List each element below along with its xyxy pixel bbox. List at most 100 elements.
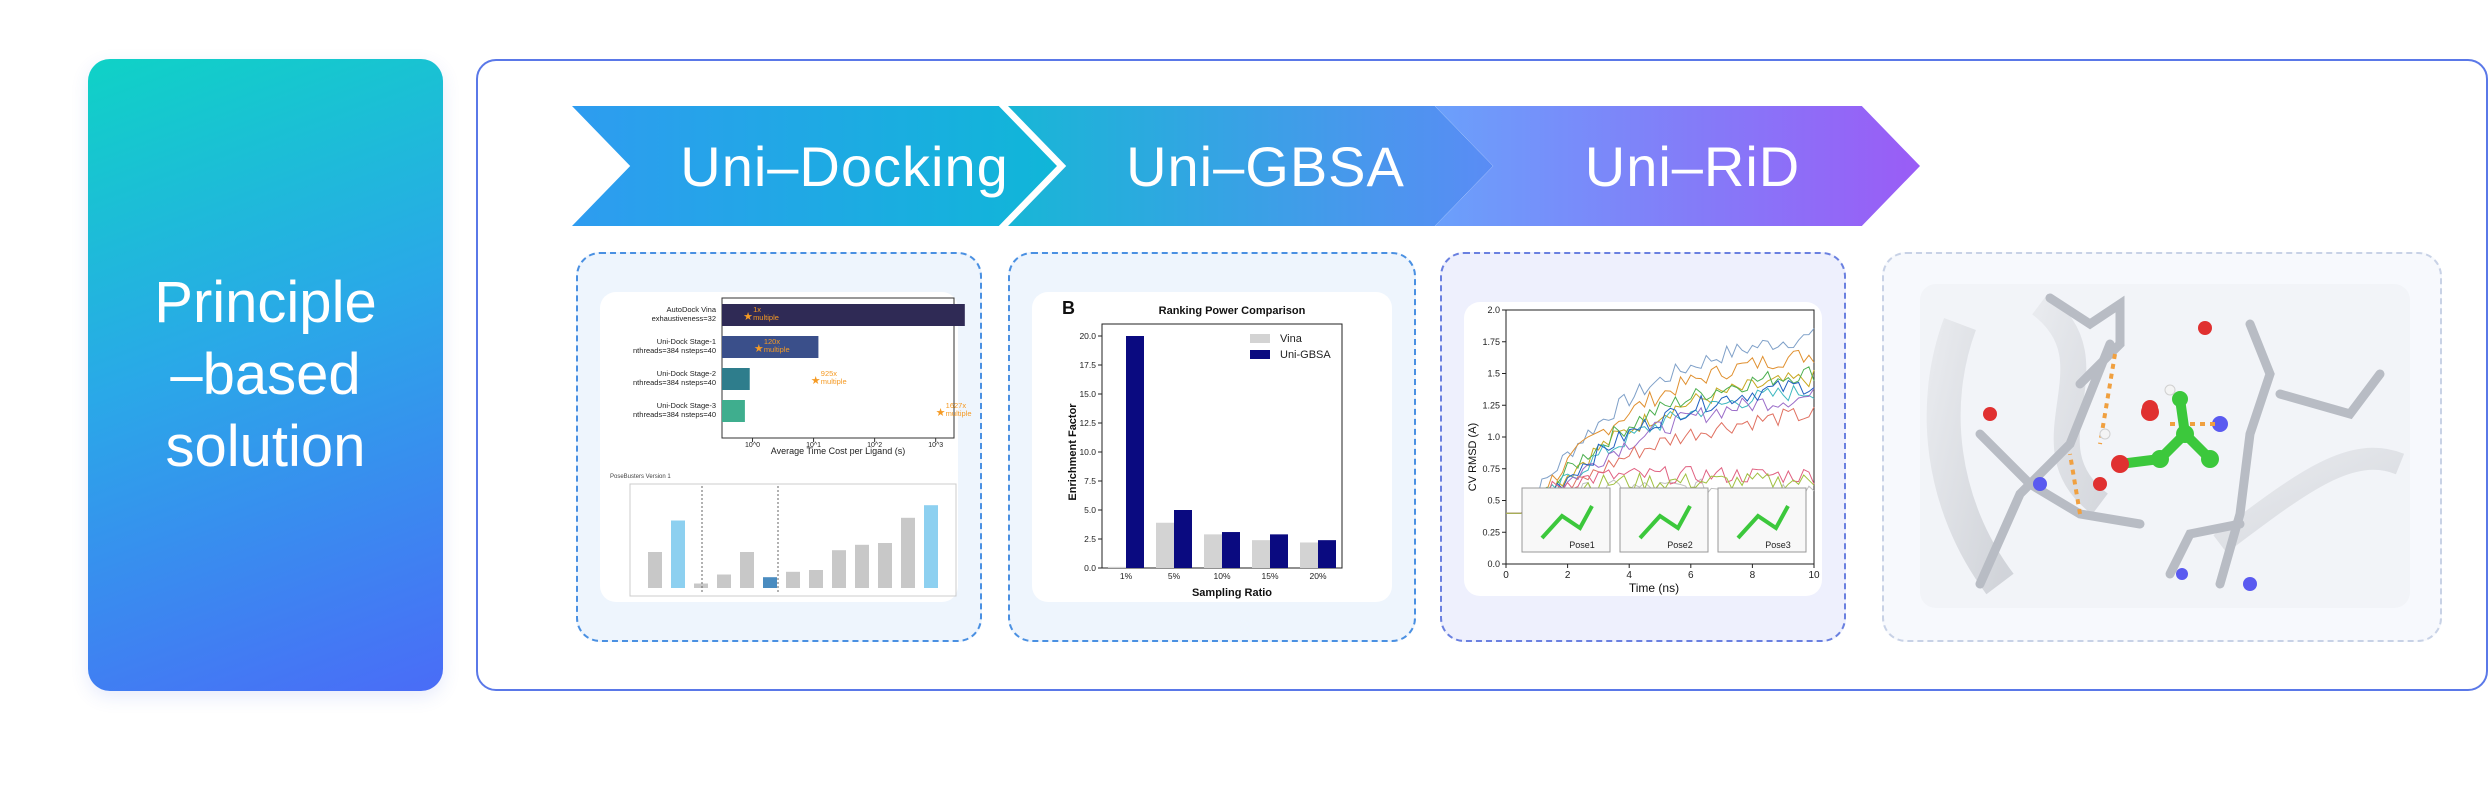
legend-swatch <box>1250 334 1270 343</box>
success-bar <box>809 570 823 588</box>
x-tick-label: 8 <box>1750 570 1756 581</box>
rmsd-series-line <box>1506 369 1815 514</box>
x-axis-label: Sampling Ratio <box>1192 587 1272 599</box>
step-uni-docking: Uni–Docking <box>572 106 1057 226</box>
y-axis-label: Enrichment Factor <box>1067 403 1079 501</box>
vina-bar <box>1300 542 1318 568</box>
star-marker: ★ <box>936 407 946 419</box>
rmsd-series-line <box>1506 465 1815 514</box>
vina-bar <box>1156 522 1174 568</box>
category-label: nthreads=384 nsteps=40 <box>633 346 716 355</box>
category-label: nthreads=384 nsteps=40 <box>633 410 716 419</box>
step-label: Uni–GBSA <box>1126 134 1405 198</box>
star-marker: ★ <box>754 343 764 355</box>
category-label: nthreads=384 nsteps=40 <box>633 378 716 387</box>
speedup-label: 1627x <box>946 401 967 410</box>
y-tick-label: 1.5 <box>1487 369 1500 379</box>
y-tick-label: 17.5 <box>1079 360 1096 370</box>
principle-card: Principle –based solution <box>88 59 443 691</box>
y-tick-label: 5.0 <box>1084 505 1096 515</box>
rmsd-series-line <box>1506 328 1815 514</box>
speedup-label: multiple <box>821 377 847 386</box>
x-axis-label: Average Time Cost per Ligand (s) <box>771 446 905 456</box>
y-tick-label: 2.5 <box>1084 534 1096 544</box>
time-bar <box>722 336 819 358</box>
time-bar <box>722 368 750 390</box>
chart-title: Ranking Power Comparison <box>1159 305 1306 317</box>
gbsa-panel: B Ranking Power Comparison Sampling Rati… <box>1008 252 1416 642</box>
y-tick-label: 20.0 <box>1079 331 1096 341</box>
vina-bar <box>1204 534 1222 568</box>
category-label: exhaustiveness=32 <box>652 314 716 323</box>
y-tick-label: 0.0 <box>1487 559 1500 569</box>
x-tick-label: 1% <box>1120 571 1133 581</box>
x-tick-label: 15% <box>1261 571 1278 581</box>
x-tick-label: 4 <box>1626 570 1632 581</box>
category-label: Uni-Dock Stage-3 <box>657 401 716 410</box>
star-marker: ★ <box>743 311 753 323</box>
success-bar <box>717 574 731 588</box>
success-bar <box>924 505 938 588</box>
step-label: Uni–Docking <box>680 134 1009 198</box>
legend-label: Uni-GBSA <box>1280 349 1331 361</box>
step-label: Uni–RiD <box>1584 134 1801 198</box>
y-tick-label: 15.0 <box>1079 389 1096 399</box>
star-marker: ★ <box>811 375 821 387</box>
y-tick-label: 0.0 <box>1084 563 1096 573</box>
x-tick-label: 10^0 <box>745 442 760 449</box>
y-axis-label: CV RMSD (A) <box>1467 423 1479 491</box>
structure-panel <box>1882 252 2442 642</box>
speedup-label: 120x <box>764 337 781 346</box>
molecule-render <box>1920 284 2410 608</box>
rmsd-series-line <box>1506 349 1815 514</box>
category-label: Uni-Dock Stage-1 <box>657 337 716 346</box>
x-tick-label: 20% <box>1309 571 1326 581</box>
time-cost-chart: AutoDock Vinaexhaustiveness=32★1xmultipl… <box>633 297 972 449</box>
success-bar <box>786 571 800 588</box>
time-bar <box>722 400 745 422</box>
pipeline-steps: Uni–Docking Uni–GBSA Uni–RiD <box>572 106 1920 226</box>
legend-swatch <box>1250 350 1270 359</box>
y-tick-label: 12.5 <box>1079 418 1096 428</box>
time-bar <box>722 304 965 326</box>
unigbsa-bar <box>1174 510 1192 568</box>
vina-bar <box>1252 540 1270 568</box>
x-tick-label: 10^2 <box>867 442 882 449</box>
unigbsa-bar <box>1222 532 1240 568</box>
posebusters-label: PoseBusters Version 1 <box>610 474 671 480</box>
success-bar <box>671 520 685 588</box>
x-tick-label: 5% <box>1168 571 1181 581</box>
docking-chart: AutoDock Vinaexhaustiveness=32★1xmultipl… <box>610 297 972 597</box>
y-tick-label: 0.25 <box>1482 527 1500 537</box>
rmsd-series-line <box>1506 379 1815 514</box>
step-uni-gbsa: Uni–GBSA <box>1008 106 1493 226</box>
y-tick-label: 1.0 <box>1487 432 1500 442</box>
speedup-label: multiple <box>946 409 972 418</box>
x-tick-label: 10 <box>1808 570 1820 581</box>
y-tick-label: 10.0 <box>1079 447 1096 457</box>
x-tick-label: 10^3 <box>928 442 943 449</box>
principle-label: Principle –based solution <box>154 270 377 479</box>
x-tick-label: 6 <box>1688 570 1694 581</box>
y-tick-label: 1.25 <box>1482 400 1500 410</box>
speedup-label: 925x <box>821 369 838 378</box>
category-label: Uni-Dock Stage-2 <box>657 369 716 378</box>
success-bar <box>878 543 892 588</box>
speedup-label: multiple <box>764 345 790 354</box>
y-tick-label: 0.5 <box>1487 496 1500 506</box>
protein-ligand-image <box>1926 293 2405 595</box>
legend-label: Vina <box>1280 333 1303 345</box>
x-tick-label: 10^1 <box>806 442 821 449</box>
y-tick-label: 7.5 <box>1084 476 1096 486</box>
y-tick-label: 1.75 <box>1482 337 1500 347</box>
success-bar <box>694 583 708 588</box>
x-tick-label: 10% <box>1213 571 1230 581</box>
unigbsa-bar <box>1126 336 1144 568</box>
gbsa-figure: B Ranking Power Comparison Sampling Rati… <box>1032 292 1392 602</box>
posebusters-chart <box>629 483 957 597</box>
